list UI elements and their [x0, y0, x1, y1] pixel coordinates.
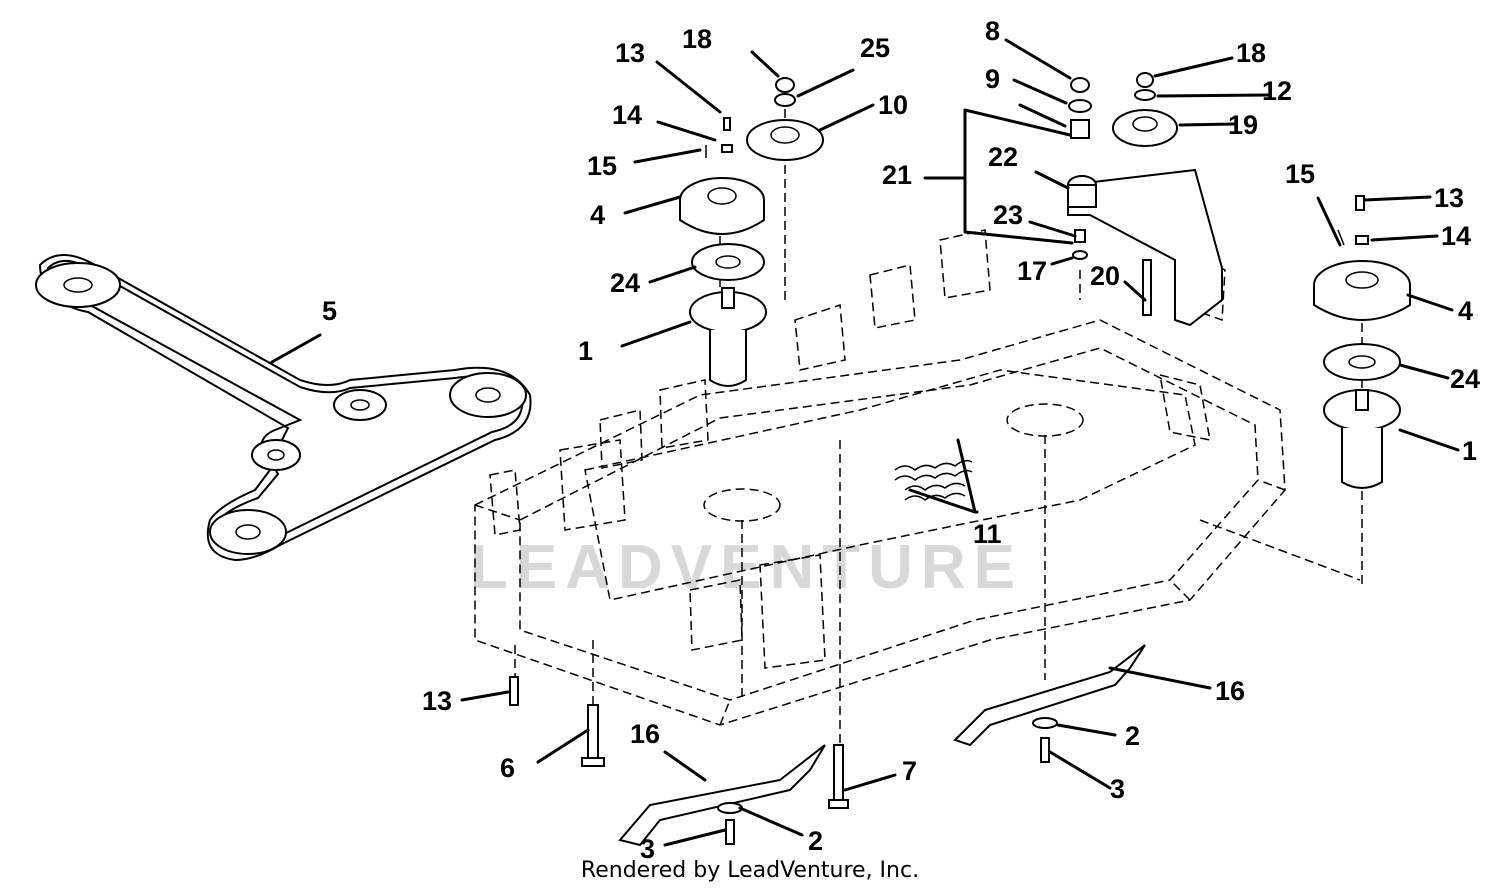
callout-25: 25	[860, 33, 890, 63]
drive-belt	[35, 254, 532, 562]
callout-19: 19	[1228, 110, 1258, 140]
callout-14-left: 14	[612, 100, 642, 130]
callout-21: 21	[882, 160, 912, 190]
callout-labels: 18 25 13 10 14 15 4 24 1 5 8 9 21 22 23 …	[322, 16, 1480, 864]
left-spindle-assembly	[679, 77, 824, 387]
callout-8: 8	[985, 16, 1000, 46]
callout-3-left: 3	[640, 834, 655, 864]
callout-leaders	[270, 38, 1460, 847]
callout-1-left: 1	[578, 336, 593, 366]
callout-4-left: 4	[590, 200, 605, 230]
callout-15-right: 15	[1285, 159, 1315, 189]
callout-24-left: 24	[610, 268, 640, 298]
callout-18-right: 18	[1236, 38, 1266, 68]
callout-5: 5	[322, 296, 337, 326]
callout-2-left: 2	[808, 826, 823, 856]
callout-4-right: 4	[1458, 296, 1473, 326]
callout-23: 23	[993, 200, 1023, 230]
callout-18-left: 18	[682, 24, 712, 54]
callout-24-right: 24	[1450, 364, 1480, 394]
right-spindle-assembly	[1313, 195, 1411, 585]
callout-10: 10	[878, 90, 908, 120]
blades-and-hardware	[509, 440, 1146, 847]
idler-arm-assembly	[1067, 72, 1223, 327]
callout-17: 17	[1017, 256, 1047, 286]
callout-12: 12	[1262, 76, 1292, 106]
callout-7: 7	[902, 756, 917, 786]
callout-13-bottom: 13	[422, 686, 452, 716]
callout-22: 22	[988, 142, 1018, 172]
callout-14-right: 14	[1441, 221, 1471, 251]
callout-3-right: 3	[1110, 774, 1125, 804]
callout-1-right: 1	[1462, 436, 1477, 466]
callout-11: 11	[973, 519, 1002, 549]
callout-2-right: 2	[1125, 721, 1140, 751]
callout-15-left: 15	[587, 151, 617, 181]
tension-springs	[894, 459, 973, 501]
watermark-text: LEADVENTURE	[470, 533, 1023, 602]
callout-20: 20	[1090, 261, 1120, 291]
callout-6: 6	[500, 753, 515, 783]
mower-deck-housing	[474, 229, 1361, 726]
callout-16-right: 16	[1215, 676, 1245, 706]
callout-13-top-left: 13	[615, 38, 645, 68]
callout-9: 9	[985, 64, 1000, 94]
render-credit: Rendered by LeadVenture, Inc.	[580, 858, 920, 883]
callout-13-right: 13	[1434, 183, 1464, 213]
callout-16-left: 16	[630, 719, 660, 749]
